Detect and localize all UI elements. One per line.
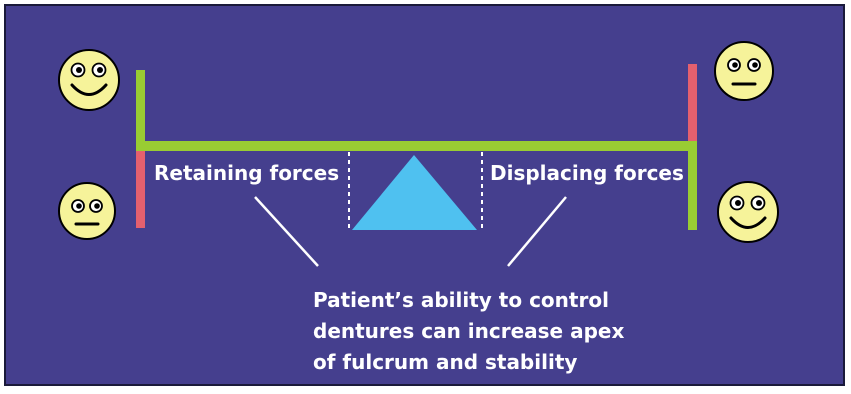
caption-line-3: of fulcrum and stability — [313, 350, 577, 374]
smiling-face-icon-bottom-right — [717, 181, 779, 243]
left-pointer-line — [254, 196, 319, 267]
displacing-forces-label: Displacing forces — [490, 161, 684, 185]
neutral-face-icon-top-right — [714, 41, 774, 101]
fulcrum-triangle — [352, 155, 477, 230]
right-pointer-line — [507, 196, 567, 267]
caption-line-1: Patient’s ability to control — [313, 288, 609, 312]
left-red-arm — [136, 150, 145, 228]
smiling-face-icon-top-left — [58, 49, 120, 111]
retaining-forces-label: Retaining forces — [154, 161, 339, 185]
caption-line-2: dentures can increase apex — [313, 319, 624, 343]
left-green-arm — [136, 70, 145, 150]
lever-beam — [136, 141, 697, 151]
right-red-arm — [688, 64, 697, 144]
right-green-arm — [688, 144, 697, 230]
neutral-face-icon-bottom-left — [58, 182, 116, 240]
